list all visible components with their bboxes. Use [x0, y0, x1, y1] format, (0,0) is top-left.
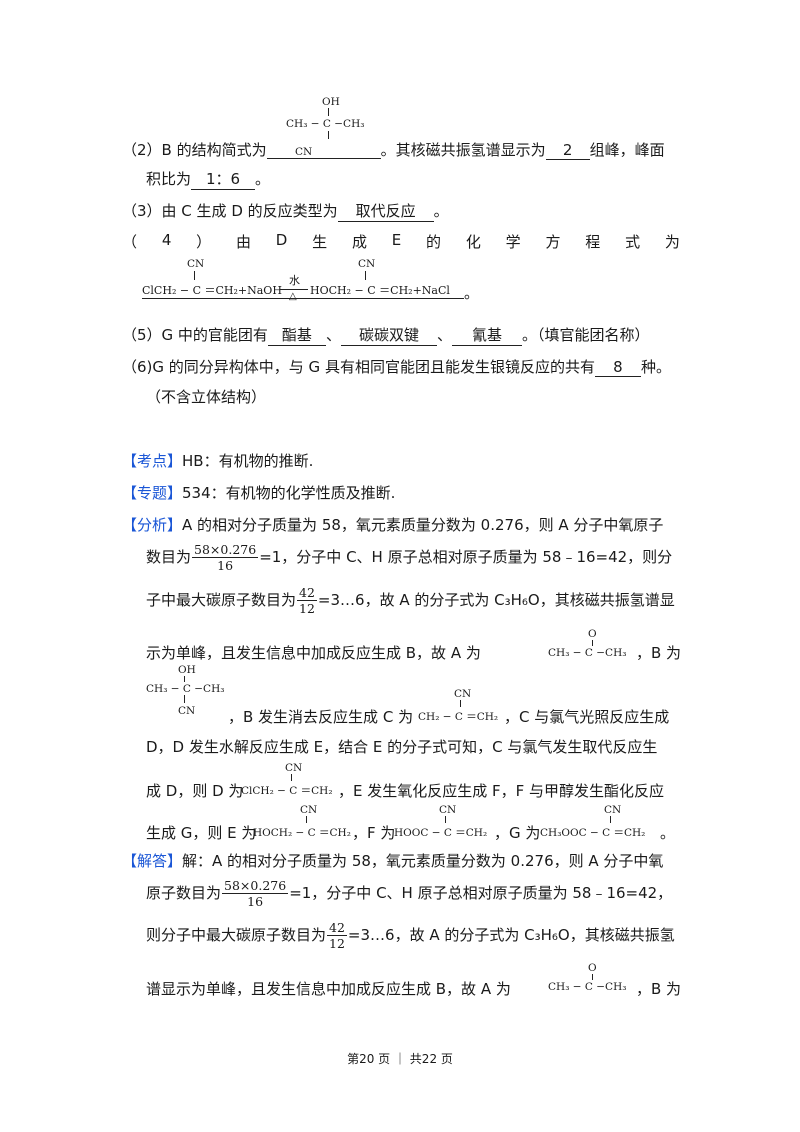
fenxi-l7a: 成 D，则 D 为	[146, 782, 244, 800]
fenxi-l6: D，D 发生水解反应生成 E，结合 E 的分子式可知，C 与氯气发生取代反应生	[146, 738, 658, 756]
jieda-l1: 【解答】解：A 的相对分子质量为 58，氧元素质量分数为 0.276，则 A 分…	[122, 852, 664, 870]
fenxi-l8b: ，F 为	[352, 824, 396, 842]
q5-answer-3: 氰基	[451, 324, 522, 346]
fenxi-l5b: ，C 与氯气光照反应生成	[504, 708, 670, 726]
q3-line: （3）由 C 生成 D 的反应类型为取代反应。	[122, 200, 449, 222]
eq-underline	[142, 298, 464, 299]
q2-structure-blank: CN	[266, 146, 381, 159]
eq-cond-top: 水	[289, 274, 300, 287]
b-struct-main: CH₃ − C −CH₃	[286, 118, 365, 130]
fenxi-l1: 【分析】A 的相对分子质量为 58，氧元素质量分数为 0.276，则 A 分子中…	[122, 516, 664, 534]
q5-answer-1: 酯基	[267, 324, 326, 346]
fenxi-l8d: 。	[660, 824, 676, 842]
q3-answer: 取代反应	[337, 200, 434, 222]
fenxi-l4b: ，B 为	[636, 644, 682, 662]
eq-cond-bot: △	[289, 291, 297, 302]
fenxi-l7b: ，E 发生氧化反应生成 F，F 与甲醇发生酯化反应	[338, 782, 665, 800]
q4-equation: CN ClCH₂ − C ＝CH₂+NaOH 水 △ CN HOCH₂ − C …	[142, 258, 480, 302]
b-struct-oh: OH	[322, 96, 340, 108]
q6-answer: 8	[594, 358, 641, 377]
q2-answer-ratio: 1：6	[191, 168, 256, 190]
q2-answer-peaks: 2	[545, 141, 590, 160]
bond-line	[328, 108, 329, 116]
zhuanti-tag: 【专题】	[122, 484, 183, 502]
fenxi-tag: 【分析】	[122, 516, 183, 534]
q5-line: （5）G 中的官能团有酯基、碳碳双键、氰基。（填官能团名称）	[122, 324, 650, 346]
q6-line2: （不含立体结构）	[146, 388, 267, 406]
cn-label: CN	[358, 258, 376, 270]
fenxi-l8a: 生成 G，则 E 为	[146, 824, 257, 842]
eq-left: ClCH₂ − C ＝CH₂+NaOH	[142, 284, 282, 297]
eq-right: HOCH₂ − C ＝CH₂+NaCl	[310, 284, 450, 297]
fenxi-l8c: ，G 为	[494, 824, 541, 842]
cn-label: CN	[187, 258, 205, 270]
jieda-l4: 谱显示为单峰，且发生信息中加成反应生成 B，故 A 为	[146, 980, 511, 998]
bond-line	[328, 131, 329, 139]
q5-answer-2: 碳碳双键	[340, 324, 437, 346]
kaodian-tag: 【考点】	[122, 452, 183, 470]
fenxi-l5: ，B 发生消去反应生成 C 为	[228, 708, 414, 726]
page-footer: 第20 页 ｜ 共22 页	[347, 1052, 453, 1066]
zhuanti: 【专题】534：有机物的化学性质及推断.	[122, 484, 396, 502]
jieda-tag: 【解答】	[122, 852, 183, 870]
jieda-l4b: ，B 为	[636, 980, 682, 998]
kaodian: 【考点】HB：有机物的推断.	[122, 452, 314, 470]
eq-arrow	[280, 289, 308, 290]
fenxi-l4: 示为单峰，且发生信息中加成反应生成 B，故 A 为	[146, 644, 481, 662]
